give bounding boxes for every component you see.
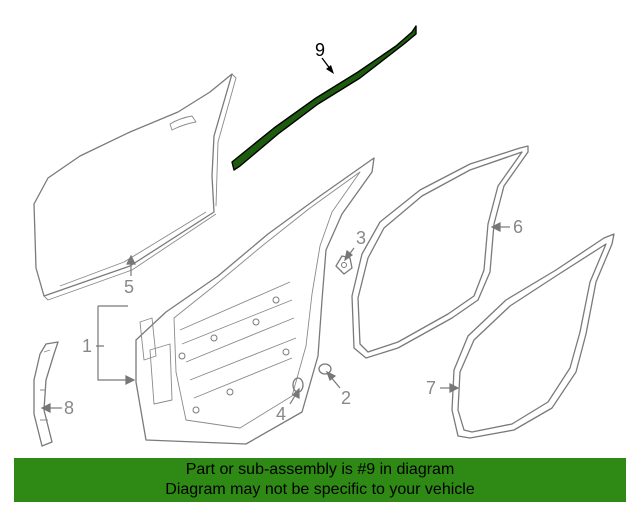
door-weatherstrip bbox=[451, 233, 615, 439]
part-9-highlighted-weatherstrip bbox=[231, 25, 417, 171]
callout-1: 1 bbox=[82, 336, 92, 356]
pillar-bracket bbox=[33, 341, 59, 447]
banner-line-1: Part or sub-assembly is #9 in diagram bbox=[185, 461, 455, 478]
callout-labels: 5 1 8 3 2 4 6 7 9 bbox=[64, 40, 523, 424]
callout-9: 9 bbox=[315, 40, 325, 60]
outer-door-panel bbox=[33, 73, 237, 301]
clip-part-3 bbox=[335, 255, 353, 275]
callout-8: 8 bbox=[64, 398, 74, 418]
plug-part-2 bbox=[318, 363, 332, 375]
door-parts-diagram: 5 1 8 3 2 4 6 7 9 bbox=[33, 25, 615, 447]
info-banner: Part or sub-assembly is #9 in diagram Di… bbox=[14, 458, 626, 502]
callout-4: 4 bbox=[276, 404, 286, 424]
callout-2: 2 bbox=[341, 388, 351, 408]
banner-line-2: Diagram may not be specific to your vehi… bbox=[165, 481, 475, 498]
callout-7: 7 bbox=[426, 378, 436, 398]
leader-lines bbox=[40, 57, 510, 413]
door-opening-weatherstrip bbox=[351, 145, 529, 359]
inner-door-frame bbox=[135, 157, 375, 445]
callout-3: 3 bbox=[356, 228, 366, 248]
callout-5: 5 bbox=[124, 277, 134, 297]
callout-6: 6 bbox=[513, 217, 523, 237]
